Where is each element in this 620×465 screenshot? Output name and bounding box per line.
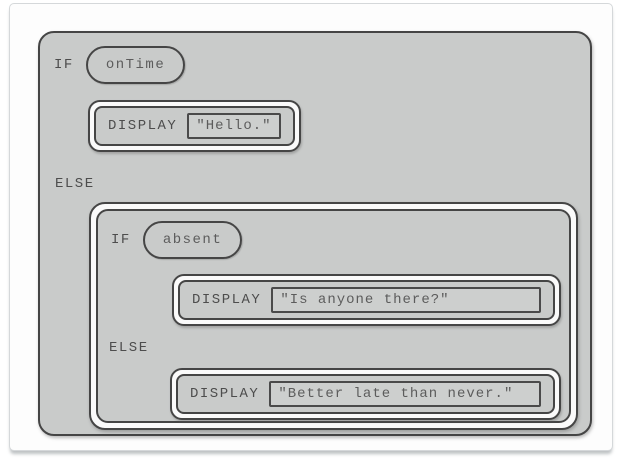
display-statement-hello: DISPLAY "Hello." <box>88 100 301 152</box>
outer-condition-pill: onTime <box>85 46 186 84</box>
display-statement-better-late-inner: DISPLAY "Better late than never." <box>176 374 556 414</box>
string-box-anyone-there: "Is anyone there?" <box>271 287 542 313</box>
display-keyword-hello: DISPLAY <box>108 118 178 134</box>
outer-if-header: IF onTime <box>54 46 590 84</box>
nested-if-block: IF absent DISPLAY "Is anyone there?" ELS… <box>89 202 578 430</box>
outer-if-block: IF onTime DISPLAY "Hello." ELSE IF absen… <box>38 31 592 436</box>
nested-else-keyword: ELSE <box>109 340 149 356</box>
nested-condition-pill: absent <box>142 221 243 259</box>
display-statement-hello-inner: DISPLAY "Hello." <box>94 106 295 146</box>
display-keyword-anyone-there: DISPLAY <box>192 292 262 308</box>
display-keyword-better-late: DISPLAY <box>190 386 260 402</box>
outer-if-keyword: IF <box>54 57 74 73</box>
nested-if-block-inner: IF absent DISPLAY "Is anyone there?" ELS… <box>96 209 571 423</box>
display-statement-anyone-there: DISPLAY "Is anyone there?" <box>172 274 562 326</box>
nested-if-keyword: IF <box>111 232 131 248</box>
string-box-better-late: "Better late than never." <box>269 381 542 407</box>
nested-if-header: IF absent <box>111 221 569 259</box>
string-box-hello: "Hello." <box>187 113 281 139</box>
page-frame: IF onTime DISPLAY "Hello." ELSE IF absen… <box>9 3 613 451</box>
display-statement-better-late: DISPLAY "Better late than never." <box>170 368 562 420</box>
nested-condition-label: absent <box>162 232 223 248</box>
outer-else-keyword: ELSE <box>55 176 95 192</box>
outer-condition-label: onTime <box>105 57 166 73</box>
display-statement-anyone-there-inner: DISPLAY "Is anyone there?" <box>178 280 556 320</box>
